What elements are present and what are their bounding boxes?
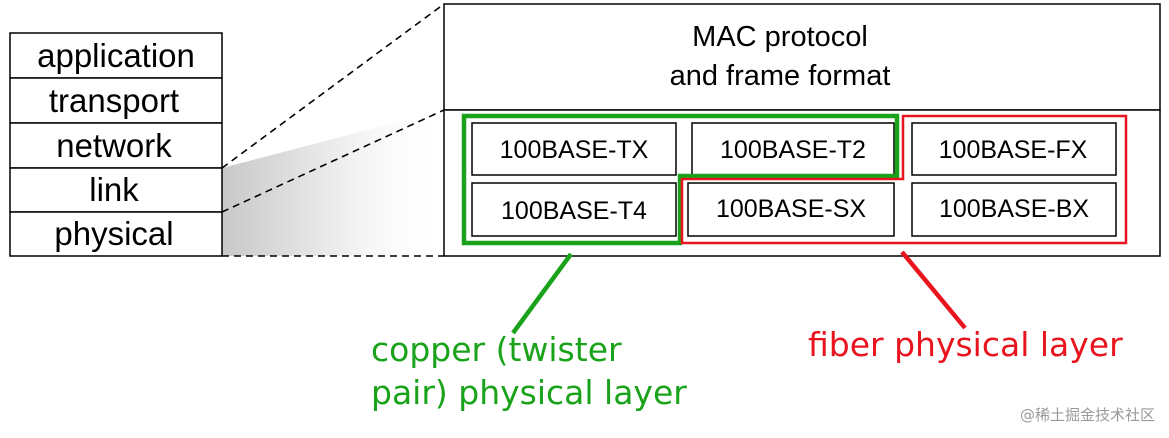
zoom-line-link-top: [221, 3, 445, 169]
standard-box: [911, 182, 1117, 237]
fiber-pointer-line: [900, 250, 967, 330]
stack-layer-network: [9, 122, 223, 169]
standards-grid: 100BASE-TX 100BASE-T2 100BASE-FX 100BASE…: [471, 122, 1117, 237]
watermark: @稀土掘金技术社区: [1020, 406, 1155, 424]
copper-group-outline: [461, 113, 900, 246]
standard-label: 100BASE-SX: [716, 195, 866, 223]
mac-section: [443, 3, 1161, 111]
stack-layer-transport: [9, 77, 223, 124]
stack-label-application: application: [37, 37, 195, 74]
stack-label-network: network: [56, 127, 172, 164]
protocol-stack: application transport network link physi…: [9, 32, 223, 257]
zoom-lines: [221, 3, 445, 257]
standard-label: 100BASE-FX: [939, 136, 1088, 164]
standard-box: [691, 122, 895, 176]
standard-box: [687, 182, 895, 237]
stack-layer-application: [9, 32, 223, 79]
zoom-line-link-bottom: [221, 109, 445, 213]
fiber-group-outline: [680, 114, 1128, 245]
standard-label: 100BASE-T4: [501, 197, 647, 225]
standard-box: [471, 182, 677, 237]
standard-box: [471, 122, 677, 176]
stack-label-physical: physical: [54, 215, 173, 252]
mac-title-line2: and frame format: [670, 60, 891, 92]
stack-label-link: link: [89, 171, 139, 208]
stack-layer-physical: [9, 211, 223, 257]
standard-label: 100BASE-TX: [500, 136, 649, 164]
standard-label: 100BASE-T2: [720, 136, 866, 164]
standard-box: [911, 122, 1117, 176]
standard-label: 100BASE-BX: [939, 195, 1089, 223]
stack-layer-link: [9, 167, 223, 213]
fiber-label: fiber physical layer: [808, 325, 1123, 364]
mac-title-line1: MAC protocol: [692, 21, 868, 53]
copper-pointer-line: [511, 252, 573, 335]
copper-label-line2: pair) physical layer: [371, 373, 687, 412]
zoom-funnel-shading: [222, 110, 444, 256]
copper-label-line1: copper (twister: [371, 330, 622, 369]
stack-label-transport: transport: [49, 82, 179, 119]
